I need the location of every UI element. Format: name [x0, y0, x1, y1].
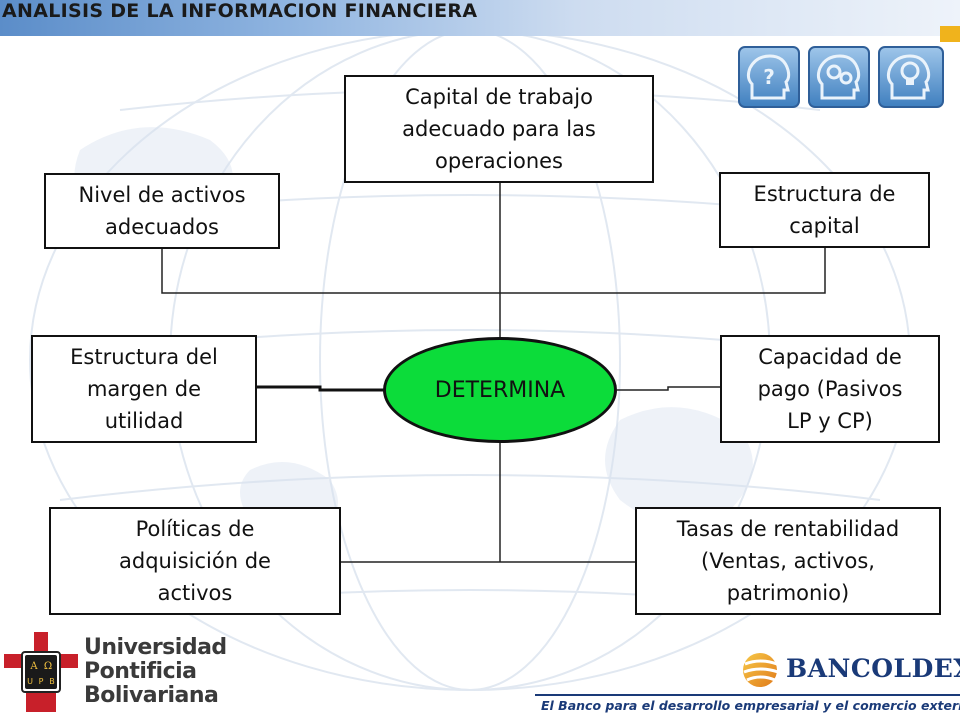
bancoldex-tagline-bar: El Banco para el desarrollo empresarial …	[535, 694, 960, 718]
node-politicas-adquisicion-line-3: activos	[157, 581, 233, 605]
node-tasas-rentabilidad: Tasas de rentabilidad (Ventas, activos, …	[635, 507, 941, 615]
node-capital-trabajo-line-2: adecuado para las	[402, 117, 596, 141]
bancoldex-sphere-icon	[743, 653, 779, 687]
seal-letter-omega: Ω	[44, 661, 52, 672]
node-nivel-activos: Nivel de activos adecuados	[44, 173, 280, 249]
node-capacidad-pago: Capacidad de pago (Pasivos LP y CP)	[720, 335, 940, 443]
node-estructura-capital-line-1: Estructura de	[753, 182, 896, 206]
upb-logo: A Ω U P B Universidad Pontificia Bolivar…	[4, 628, 227, 714]
node-nivel-activos-line-1: Nivel de activos	[78, 183, 246, 207]
node-estructura-margen: Estructura del margen de utilidad	[31, 335, 257, 443]
node-politicas-adquisicion: Políticas de adquisición de activos	[49, 507, 341, 615]
node-capacidad-pago-line-3: LP y CP)	[787, 409, 873, 433]
seal-letter-p: P	[39, 677, 44, 686]
node-nivel-activos-line-2: adecuados	[105, 215, 219, 239]
node-estructura-margen-line-1: Estructura del	[70, 345, 218, 369]
node-estructura-margen-line-2: margen de	[86, 377, 202, 401]
node-estructura-capital: Estructura de capital	[719, 172, 930, 248]
bancoldex-tagline: El Banco para el desarrollo empresarial …	[541, 698, 960, 713]
bancoldex-name: BANCOLDEX	[786, 654, 960, 683]
bancoldex-logo: BANCOLDEX	[740, 650, 960, 690]
center-node-determina: DETERMINA	[383, 337, 617, 443]
node-tasas-rentabilidad-line-3: patrimonio)	[726, 581, 850, 605]
node-capital-trabajo-line-3: operaciones	[435, 149, 563, 173]
node-capacidad-pago-line-2: pago (Pasivos	[757, 377, 903, 401]
node-capital-trabajo-line-1: Capital de trabajo	[405, 85, 593, 109]
header-stripe	[610, 26, 960, 42]
seal-letter-alpha: A	[29, 661, 38, 672]
upb-seal-icon: A Ω U P B	[4, 632, 78, 712]
node-capacidad-pago-line-1: Capacidad de	[758, 345, 902, 369]
node-politicas-adquisicion-line-2: adquisición de	[119, 549, 271, 573]
upb-name-line-1: Universidad	[84, 635, 227, 660]
seal-letter-b: B	[49, 677, 55, 686]
node-tasas-rentabilidad-line-2: (Ventas, activos,	[701, 549, 875, 573]
node-estructura-margen-line-3: utilidad	[104, 409, 184, 433]
upb-name-line-2: Pontificia	[84, 659, 197, 684]
node-capital-trabajo: Capital de trabajo adecuado para las ope…	[344, 75, 654, 183]
header-accent-stripe	[940, 26, 960, 42]
node-estructura-capital-line-2: capital	[789, 214, 860, 238]
node-politicas-adquisicion-line-1: Políticas de	[135, 517, 255, 541]
seal-letter-u: U	[27, 677, 33, 686]
center-node-label: DETERMINA	[434, 377, 566, 403]
node-tasas-rentabilidad-line-1: Tasas de rentabilidad	[676, 517, 900, 541]
tagline-rule	[535, 694, 960, 696]
upb-name-line-3: Bolivariana	[84, 683, 219, 708]
page-title: ANALISIS DE LA INFORMACION FINANCIERA	[2, 0, 478, 22]
